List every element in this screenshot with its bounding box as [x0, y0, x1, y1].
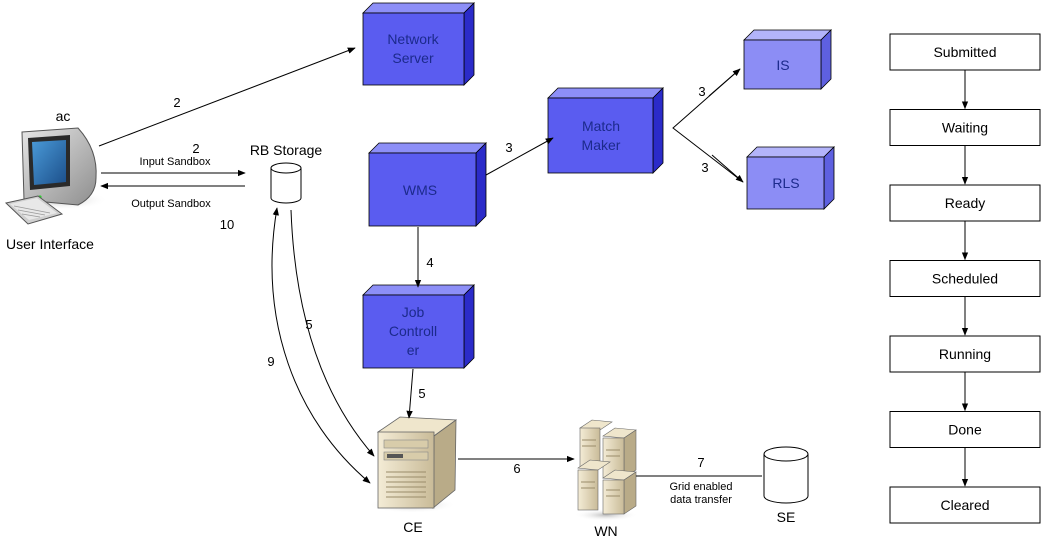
state-label-cleared: Cleared	[940, 497, 989, 513]
edge-ui-network	[98, 47, 356, 147]
computer-icon	[4, 127, 108, 225]
match-maker-label-2: Maker	[582, 137, 621, 153]
edge-jobcontroller-ce	[406, 368, 414, 419]
state-label-submitted: Submitted	[933, 44, 996, 60]
is-box: IS	[743, 29, 832, 90]
match-maker-box: Match Maker	[547, 87, 664, 174]
edge-label-transfer-2: data transfer	[670, 494, 732, 506]
state-label-scheduled: Scheduled	[932, 271, 998, 287]
edge-label-matchmaker-rls: 3	[701, 160, 708, 175]
network-server-box: Network Server	[362, 2, 475, 86]
state-box-submitted	[889, 33, 1041, 71]
job-controller-box: Job Controll er	[362, 284, 475, 369]
rb-storage-label: RB Storage	[250, 142, 323, 158]
state-label-done: Done	[948, 422, 982, 438]
server-cluster-icon	[574, 419, 638, 521]
edge-labels: 2 2 Input Sandbox Output Sandbox 10 3 3 …	[131, 84, 732, 506]
network-server-label-2: Server	[392, 50, 434, 66]
edge-label-matchmaker-is: 3	[698, 84, 705, 99]
edge-label-ce-wn: 6	[513, 461, 520, 476]
edge-label-storage-ce: 5	[305, 317, 312, 332]
match-maker-label-1: Match	[582, 118, 620, 134]
state-box-waiting	[889, 109, 1041, 146]
host-label: ac	[56, 108, 71, 124]
edge-label-ce-storage: 9	[267, 354, 274, 369]
edge-wms-matchmaker	[485, 137, 554, 176]
state-box-scheduled	[889, 260, 1041, 297]
edge-label-wn-se: 7	[697, 455, 704, 470]
wms-box: WMS	[368, 142, 487, 227]
state-box-done	[889, 411, 1041, 448]
wn-node: WN	[574, 419, 638, 539]
state-label-ready: Ready	[945, 195, 985, 211]
user-interface-node: ac User Interface	[4, 108, 108, 252]
edge-matchmaker-rls	[711, 154, 744, 183]
job-controller-label-1: Job	[402, 304, 425, 320]
ce-node: CE	[368, 416, 458, 535]
wms-label: WMS	[403, 182, 437, 198]
edges	[98, 47, 762, 484]
ce-label: CE	[403, 519, 422, 535]
rls-label: RLS	[772, 175, 799, 191]
edge-label-input-num: 2	[192, 141, 199, 156]
edge-ce-storage	[271, 207, 371, 484]
state-box-running	[889, 335, 1041, 373]
edge-matchmaker-is	[708, 68, 741, 97]
user-interface-label: User Interface	[6, 236, 94, 252]
se-label: SE	[777, 509, 796, 525]
state-label-waiting: Waiting	[942, 120, 988, 136]
state-box-ready	[889, 184, 1041, 222]
edge-label-input-sandbox: Input Sandbox	[140, 156, 211, 168]
se-node: SE	[763, 446, 809, 525]
edge-storage-ce	[290, 209, 375, 457]
job-controller-label-2: Controll	[389, 323, 437, 339]
edge-label-output-num: 10	[220, 217, 234, 232]
rb-storage-node: RB Storage	[250, 142, 323, 204]
database-cylinder-icon	[270, 162, 302, 204]
wn-label: WN	[594, 523, 617, 539]
job-controller-label-3: er	[407, 342, 420, 358]
state-box-cleared	[889, 486, 1041, 524]
edge-label-output-sandbox: Output Sandbox	[131, 198, 211, 210]
is-label: IS	[776, 57, 789, 73]
state-label-running: Running	[939, 346, 991, 362]
edge-label-wms-matchmaker: 3	[505, 140, 512, 155]
database-cylinder-icon	[763, 446, 809, 504]
network-server-label-1: Network	[387, 31, 439, 47]
server-tower-icon	[368, 416, 458, 513]
edge-label-wms-jc: 4	[426, 255, 433, 270]
edge-label-ui-network: 2	[173, 95, 180, 110]
edge-label-transfer-1: Grid enabled	[670, 481, 733, 493]
edge-label-jc-ce: 5	[418, 386, 425, 401]
rls-box: RLS	[746, 146, 835, 210]
job-state-flow: SubmittedWaitingReadyScheduledRunningDon…	[889, 33, 1041, 524]
